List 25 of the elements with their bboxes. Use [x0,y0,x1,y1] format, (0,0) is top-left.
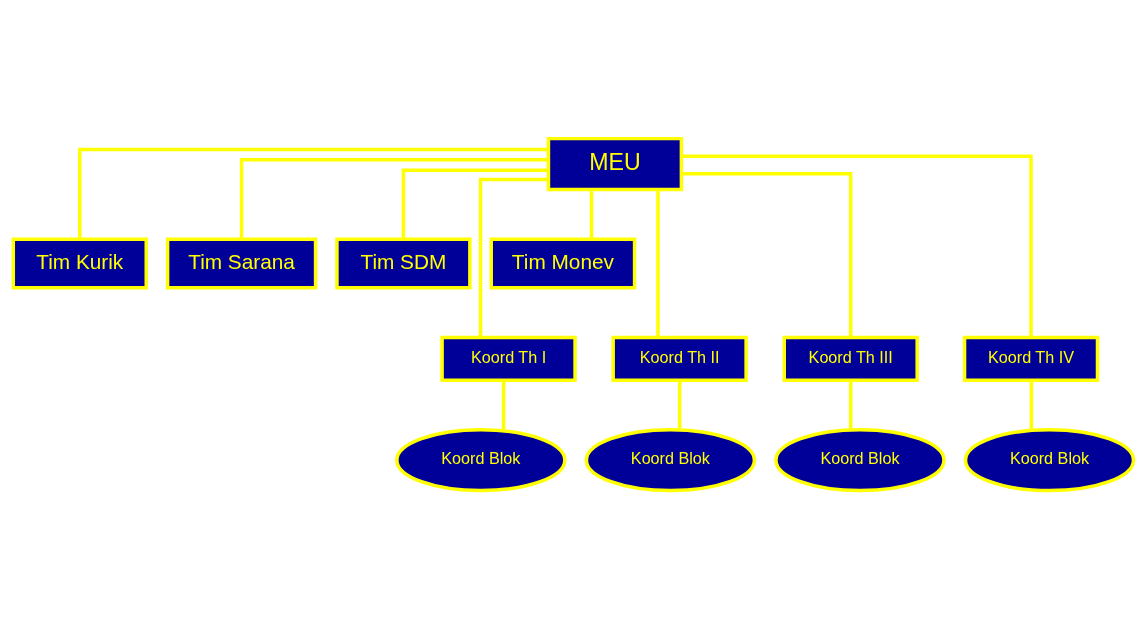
connector [78,147,549,239]
connector [239,158,549,239]
node-box: MEU [546,136,684,192]
node-box: Koord Th IV [962,335,1100,382]
connector [1029,380,1034,431]
connector [478,177,549,338]
connector [677,380,682,430]
connector [656,189,660,338]
node-box: Koord Th III [782,335,919,382]
node-box: Koord Th II [611,335,748,382]
node-ellipse: Koord Blok [584,427,757,493]
node-box: Tim Monev [489,237,637,290]
node-ellipse: Koord Blok [774,427,946,493]
connector [401,168,549,239]
node-ellipse: Koord Blok [395,427,567,493]
connector [589,189,594,239]
connector [848,380,853,430]
connector [501,380,506,431]
node-box: Koord Th I [440,335,577,382]
node-box: Tim Sarana [165,237,318,290]
node-box: Tim SDM [335,237,472,290]
node-ellipse: Koord Blok [963,427,1136,493]
node-box: Tim Kurik [11,237,148,290]
connector [681,154,1033,338]
connector [681,171,853,338]
